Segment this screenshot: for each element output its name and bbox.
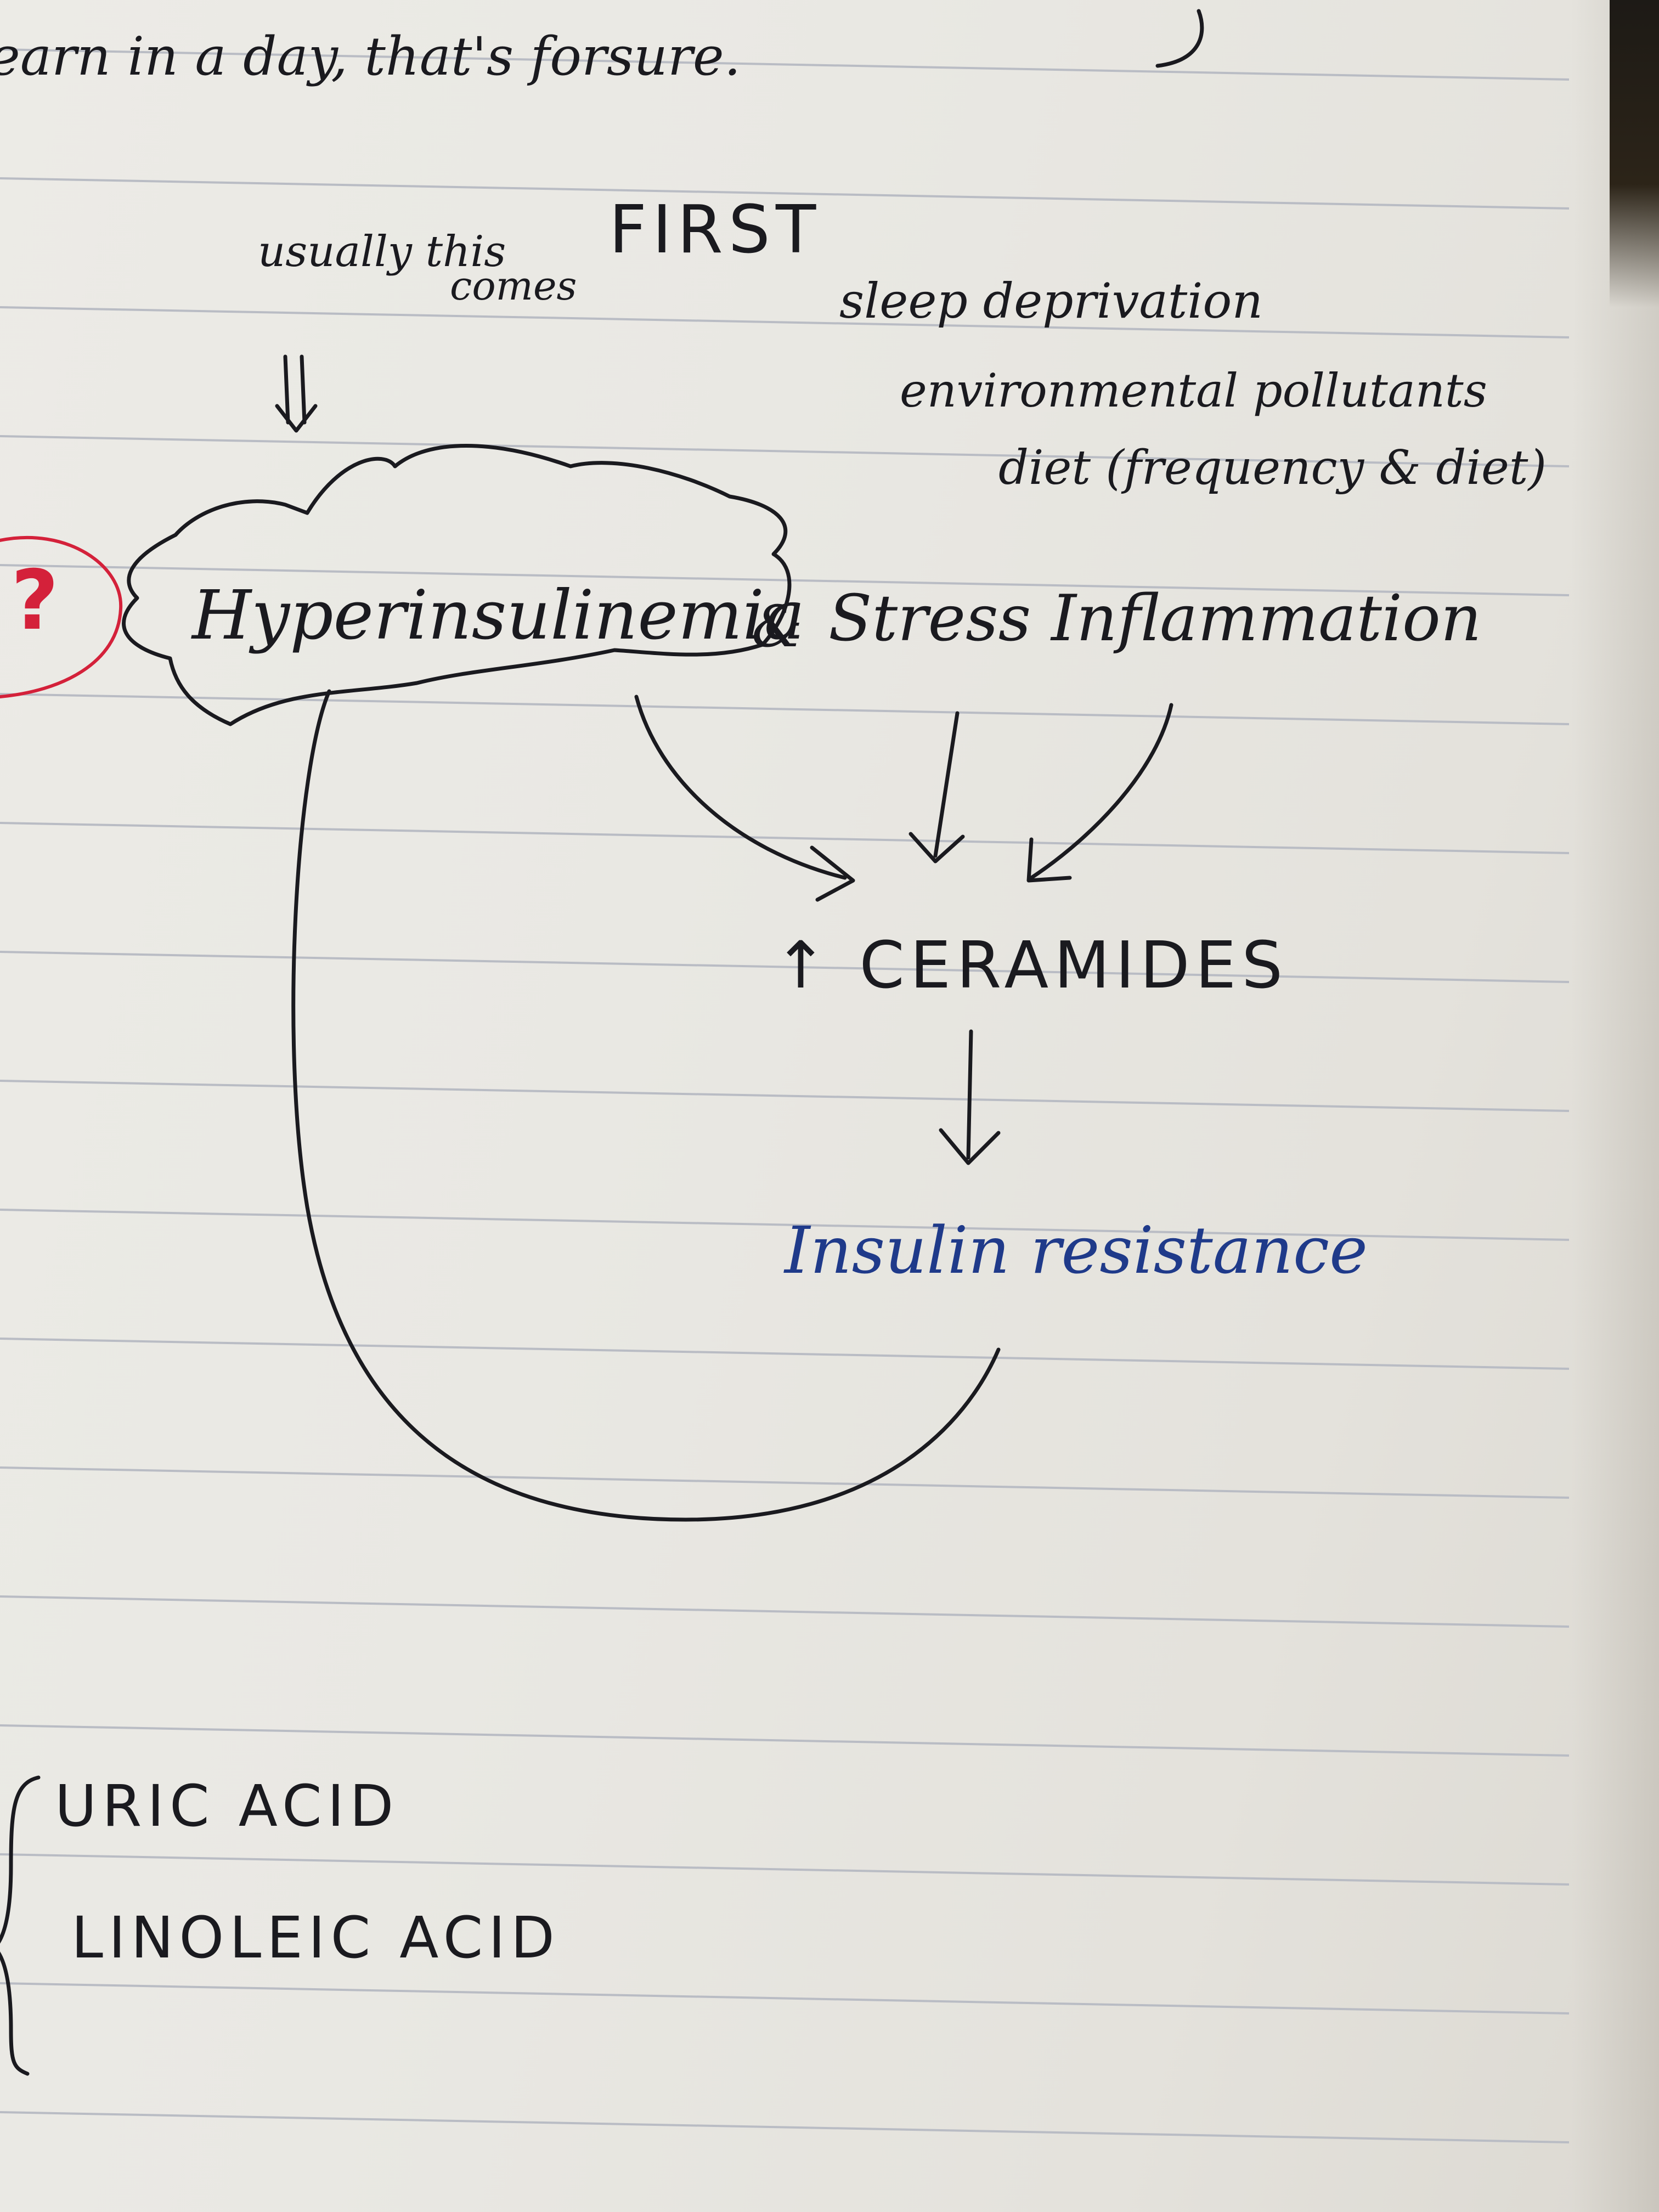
background-object bbox=[1610, 0, 1659, 307]
annotation-first: FIRST bbox=[609, 192, 822, 268]
top-fragment-text: earn in a day, that's forsure. bbox=[0, 26, 741, 87]
label-hyperinsulinemia: Hyperinsulinemia bbox=[192, 576, 805, 655]
label-insulin-resistance: Insulin resistance bbox=[785, 1212, 1368, 1288]
rule-line bbox=[0, 435, 1570, 467]
double-down-arrow-icon bbox=[275, 354, 318, 433]
cause-diet: diet (frequency & diet) bbox=[998, 441, 1547, 495]
label-stress-inflammation: Stress Inflammation bbox=[828, 582, 1482, 656]
rule-line bbox=[0, 1724, 1570, 1757]
rule-line bbox=[0, 306, 1570, 338]
rule-line bbox=[0, 2111, 1570, 2143]
rule-line bbox=[0, 1982, 1570, 2015]
rule-line bbox=[0, 1080, 1570, 1112]
rule-line bbox=[0, 48, 1570, 81]
feedback-loop-arrow bbox=[291, 689, 1001, 1522]
rule-line bbox=[0, 1853, 1570, 1886]
bracket-item-uric-acid: URIC ACID bbox=[55, 1773, 399, 1839]
rule-line bbox=[0, 1209, 1570, 1241]
arrow-stress-to-ceramides bbox=[933, 711, 960, 858]
cause-environmental-pollutants: environmental pollutants bbox=[900, 364, 1487, 417]
rule-line bbox=[0, 822, 1570, 854]
arrow-inflammation-to-ceramides bbox=[1029, 703, 1173, 880]
cause-sleep-deprivation: sleep deprivation bbox=[839, 273, 1263, 329]
rule-line bbox=[0, 1466, 1570, 1499]
bracket-item-linoleic-acid: LINOLEIC ACID bbox=[71, 1904, 560, 1971]
label-ampersand: & bbox=[752, 593, 803, 660]
rule-line bbox=[0, 564, 1570, 596]
rule-line bbox=[0, 177, 1570, 210]
arrow-hyperinsulinemia-to-ceramides bbox=[634, 695, 847, 880]
cloud-bubble-outline bbox=[122, 444, 792, 726]
rule-line bbox=[0, 1595, 1570, 1628]
rule-line bbox=[0, 1338, 1570, 1370]
curly-bracket bbox=[0, 1775, 41, 2076]
red-question-mark: ? bbox=[11, 553, 59, 648]
rule-line bbox=[0, 951, 1570, 983]
rule-line bbox=[0, 693, 1570, 725]
red-circle bbox=[0, 535, 123, 698]
label-ceramides: ↑ CERAMIDES bbox=[774, 927, 1289, 1003]
arrow-ceramides-to-insulin-resistance bbox=[966, 1029, 973, 1160]
annotation-comes: comes bbox=[450, 263, 577, 309]
top-bracket-stroke bbox=[1155, 9, 1204, 68]
annotation-usually-this: usually this bbox=[258, 227, 506, 276]
page-edge-shadow bbox=[1571, 0, 1659, 2212]
